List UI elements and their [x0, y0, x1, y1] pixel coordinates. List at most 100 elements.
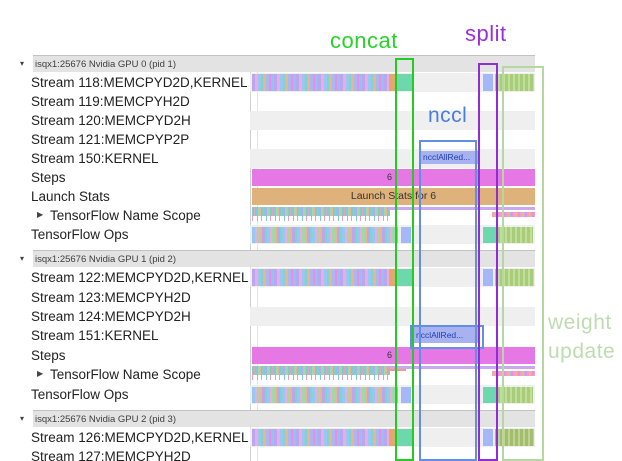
process-header-gpu1: ▾ isqx1:25676 Nvidia GPU 1 (pid 2) [0, 250, 622, 267]
process-header-band[interactable]: ▾ isqx1:25676 Nvidia GPU 1 (pid 2) [20, 250, 535, 267]
track-label: Stream 151:KERNEL [31, 328, 159, 343]
collapse-icon[interactable]: ▾ [20, 59, 25, 68]
name-scope-salmon-event[interactable] [388, 369, 406, 371]
split-event-block[interactable] [483, 74, 493, 91]
track-label: Steps [31, 170, 66, 185]
collapse-icon[interactable]: ▾ [20, 254, 25, 263]
track-label: Stream 123:MEMCPYH2D [31, 290, 191, 305]
track-label: Steps [31, 348, 66, 363]
weight-update-line2: update [548, 340, 616, 363]
concat-annotation-label: concat [330, 28, 398, 53]
track-label: Stream 121:MEMCPYP2P [31, 132, 190, 147]
trace-events-bar[interactable] [252, 269, 389, 286]
expand-icon[interactable]: ▶ [37, 210, 44, 219]
split-event-block[interactable] [483, 429, 493, 446]
concat-annotation-box [395, 58, 414, 461]
trace-events-bar[interactable] [252, 429, 389, 446]
process-header-label: isqx1:25676 Nvidia GPU 1 (pid 2) [35, 254, 176, 265]
track-row: Stream 150:KERNEL ncclAllRed... [0, 149, 622, 168]
concat-event-block[interactable] [398, 429, 413, 446]
tf-ops-blue-block[interactable] [401, 387, 411, 403]
nccl-allreduce-event[interactable]: ncclAllRed... [420, 151, 480, 164]
step-number: 6 [386, 350, 392, 360]
track-label: Stream 122:MEMCPYD2D,KERNEL,MI [31, 270, 249, 285]
concat-event-block[interactable] [398, 269, 413, 286]
track-label: TensorFlow Ops [31, 387, 129, 402]
track-row: ▶ TensorFlow Name Scope [0, 206, 622, 225]
track-row: TensorFlow Ops [0, 385, 622, 404]
nccl-annotation-box-gpu1 [410, 325, 484, 349]
tf-ops-teal-block[interactable] [483, 227, 497, 243]
track-row: Stream 119:MEMCPYH2D [0, 92, 622, 111]
weight-update-events-bar[interactable] [495, 429, 534, 446]
trace-event-block[interactable] [389, 74, 398, 91]
track-label[interactable]: TensorFlow Name Scope [50, 208, 201, 223]
track-label: Stream 124:MEMCPYD2H [31, 309, 191, 324]
process-header-label: isqx1:25676 Nvidia GPU 2 (pid 3) [35, 414, 176, 425]
collapse-icon[interactable]: ▾ [20, 414, 25, 423]
tf-ops-blue-block[interactable] [401, 227, 411, 243]
track-row: Stream 124:MEMCPYD2H [0, 307, 622, 326]
concat-event-block[interactable] [398, 74, 413, 91]
name-scope-events-bar[interactable] [252, 366, 390, 375]
tf-ops-green-striped-block[interactable] [497, 227, 533, 243]
track-row: Stream 123:MEMCPYH2D [0, 288, 622, 307]
track-row: Stream 127:MEMCPYH2D [0, 447, 622, 461]
launch-stats-bar[interactable]: Launch Stats for 6 [252, 188, 535, 205]
trace-events-bar[interactable] [252, 74, 389, 91]
weight-update-events-bar[interactable] [495, 269, 534, 286]
step-number: 6 [386, 172, 392, 182]
process-header-label: isqx1:25676 Nvidia GPU 0 (pid 1) [35, 59, 176, 70]
steps-bar[interactable]: 6 [252, 347, 535, 364]
name-scope-events-drips [252, 216, 390, 221]
track-label: Stream 126:MEMCPYD2D,KERNEL,MI [31, 430, 249, 445]
name-scope-long-event[interactable] [388, 366, 535, 369]
expand-icon[interactable]: ▶ [37, 369, 44, 378]
trace-event-block[interactable] [389, 269, 398, 286]
track-label: Stream 127:MEMCPYH2D [31, 449, 191, 461]
split-event-block[interactable] [483, 269, 493, 286]
weight-update-events-bar[interactable] [495, 74, 534, 91]
track-row: Stream 121:MEMCPYP2P [0, 130, 622, 149]
track-label: Stream 119:MEMCPYH2D [31, 94, 190, 109]
trace-event-block[interactable] [389, 429, 398, 446]
name-scope-mini-events[interactable] [492, 212, 535, 217]
track-row: Steps 6 [0, 168, 622, 187]
process-header-gpu2: ▾ isqx1:25676 Nvidia GPU 2 (pid 3) [0, 410, 622, 427]
name-scope-events-drips [252, 375, 390, 380]
steps-bar[interactable]: 6 [252, 169, 535, 186]
split-annotation-label: split [465, 21, 507, 46]
weight-update-line1: weight [548, 311, 612, 334]
row-background [250, 111, 535, 130]
track-row: Launch Stats Launch Stats for 6 [0, 187, 622, 206]
tf-ops-events-bar[interactable] [252, 387, 398, 403]
track-row: Stream 151:KERNEL ncclAllRed... [0, 326, 622, 345]
track-row: Stream 126:MEMCPYD2D,KERNEL,MI [0, 428, 622, 447]
weight-update-annotation-label: weight update [548, 308, 615, 366]
nccl-allreduce-event[interactable]: ncclAllRed... [413, 327, 480, 343]
track-label: Stream 120:MEMCPYD2H [31, 113, 191, 128]
track-row: Stream 120:MEMCPYD2H [0, 111, 622, 130]
track-row: Steps 6 [0, 346, 622, 365]
process-header-band[interactable]: ▾ isqx1:25676 Nvidia GPU 2 (pid 3) [20, 410, 535, 427]
track-label: Stream 118:MEMCPYD2D,KERNEL,ME [31, 75, 249, 90]
process-header-band[interactable]: ▾ isqx1:25676 Nvidia GPU 0 (pid 1) [20, 55, 535, 72]
track-row: ▶ TensorFlow Name Scope [0, 365, 622, 384]
name-scope-mini-events[interactable] [492, 371, 535, 376]
track-row: Stream 118:MEMCPYD2D,KERNEL,ME [0, 73, 622, 92]
track-row: TensorFlow Ops [0, 225, 622, 244]
tf-ops-green-striped-block[interactable] [497, 387, 533, 403]
tf-ops-events-bar[interactable] [252, 227, 398, 243]
track-label: Launch Stats [31, 189, 110, 204]
name-scope-events-bar[interactable] [252, 207, 390, 216]
weight-update-annotation-box [502, 66, 544, 461]
track-label[interactable]: TensorFlow Name Scope [50, 367, 201, 382]
track-label: TensorFlow Ops [31, 227, 129, 242]
track-row: Stream 122:MEMCPYD2D,KERNEL,MI [0, 268, 622, 287]
name-scope-long-event[interactable] [388, 207, 535, 210]
split-annotation-box [478, 63, 498, 461]
tf-ops-teal-block[interactable] [483, 387, 497, 403]
nccl-annotation-label: nccl [428, 104, 468, 127]
row-background [250, 307, 535, 326]
